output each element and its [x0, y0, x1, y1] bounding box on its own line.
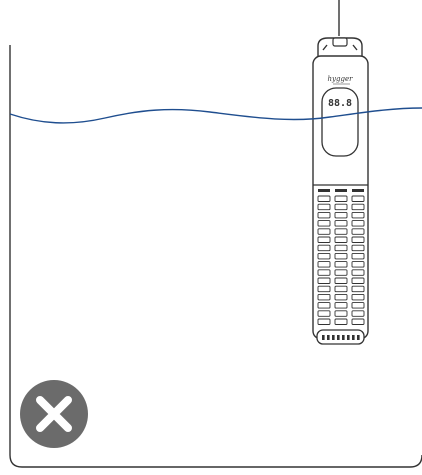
vent-slot: [334, 252, 348, 260]
vent-slot: [334, 310, 348, 317]
vent-slot: [317, 318, 331, 325]
vent-slot: [334, 195, 348, 202]
vent-slot: [334, 244, 348, 252]
vent-slot: [351, 269, 365, 276]
vent-slot: [334, 318, 348, 325]
vent-slot: [317, 293, 331, 301]
vent-slot: [317, 236, 331, 243]
vent-slot: [334, 211, 348, 219]
vent-slot: [317, 252, 331, 260]
brand-logo-text: hygger: [328, 75, 354, 83]
vent-slot: [334, 220, 348, 227]
vent-slot: [317, 228, 331, 235]
vent-slot: [351, 285, 365, 293]
bottom-slot: [332, 335, 335, 340]
vent-slot: [334, 269, 348, 276]
aquarium-heater: hygger 88.8: [312, 37, 369, 345]
vent-slot: [334, 285, 348, 293]
vent-slot: [351, 261, 365, 268]
vent-slot: [351, 310, 365, 317]
vent-slot: [334, 228, 348, 235]
vent-slot: [351, 228, 365, 235]
vent-slot: [334, 302, 348, 309]
heater-cap: [317, 37, 363, 59]
vent-slot: [351, 195, 365, 202]
vent-slot: [334, 261, 348, 268]
vent-slot: [317, 195, 331, 202]
bottom-slot: [342, 335, 345, 340]
vent-slot: [334, 236, 348, 243]
vent-slot: [334, 277, 348, 284]
vent-slot: [317, 261, 331, 268]
vent-slot: [351, 252, 365, 260]
heater-display-panel: [321, 87, 359, 157]
bottom-slot: [337, 335, 340, 340]
bottom-slot: [357, 335, 360, 340]
tank-outline: [9, 45, 422, 468]
vent-slot: [317, 203, 331, 211]
bottom-slot: [327, 335, 330, 340]
vent-slot: [317, 302, 331, 309]
vent-slot: [351, 211, 365, 219]
temperature-display: 88.8: [328, 98, 352, 109]
vent-slot: [351, 203, 365, 211]
vent-slot: [317, 211, 331, 219]
vent-slot: [334, 293, 348, 301]
vent-slot: [351, 293, 365, 301]
heater-vent-grid: [317, 195, 365, 325]
wrong-placement-icon: [20, 380, 88, 448]
bottom-slot: [352, 335, 355, 340]
bottom-slot: [347, 335, 350, 340]
bottom-cap-slots: [322, 335, 360, 340]
vent-slot: [351, 220, 365, 227]
water-line: [9, 107, 422, 124]
vent-slot: [334, 203, 348, 211]
vent-slot: [351, 318, 365, 325]
vent-slot: [317, 310, 331, 317]
vent-slot: [351, 302, 365, 309]
vent-slot: [317, 269, 331, 276]
bottom-slot: [322, 335, 325, 340]
vent-slot: [351, 236, 365, 243]
vent-slot: [317, 285, 331, 293]
heater-bottom-cap: [316, 329, 365, 345]
vent-slot: [351, 244, 365, 252]
vent-slot: [317, 220, 331, 227]
vent-slot: [317, 244, 331, 252]
vent-slot: [351, 277, 365, 284]
vent-slot: [317, 277, 331, 284]
